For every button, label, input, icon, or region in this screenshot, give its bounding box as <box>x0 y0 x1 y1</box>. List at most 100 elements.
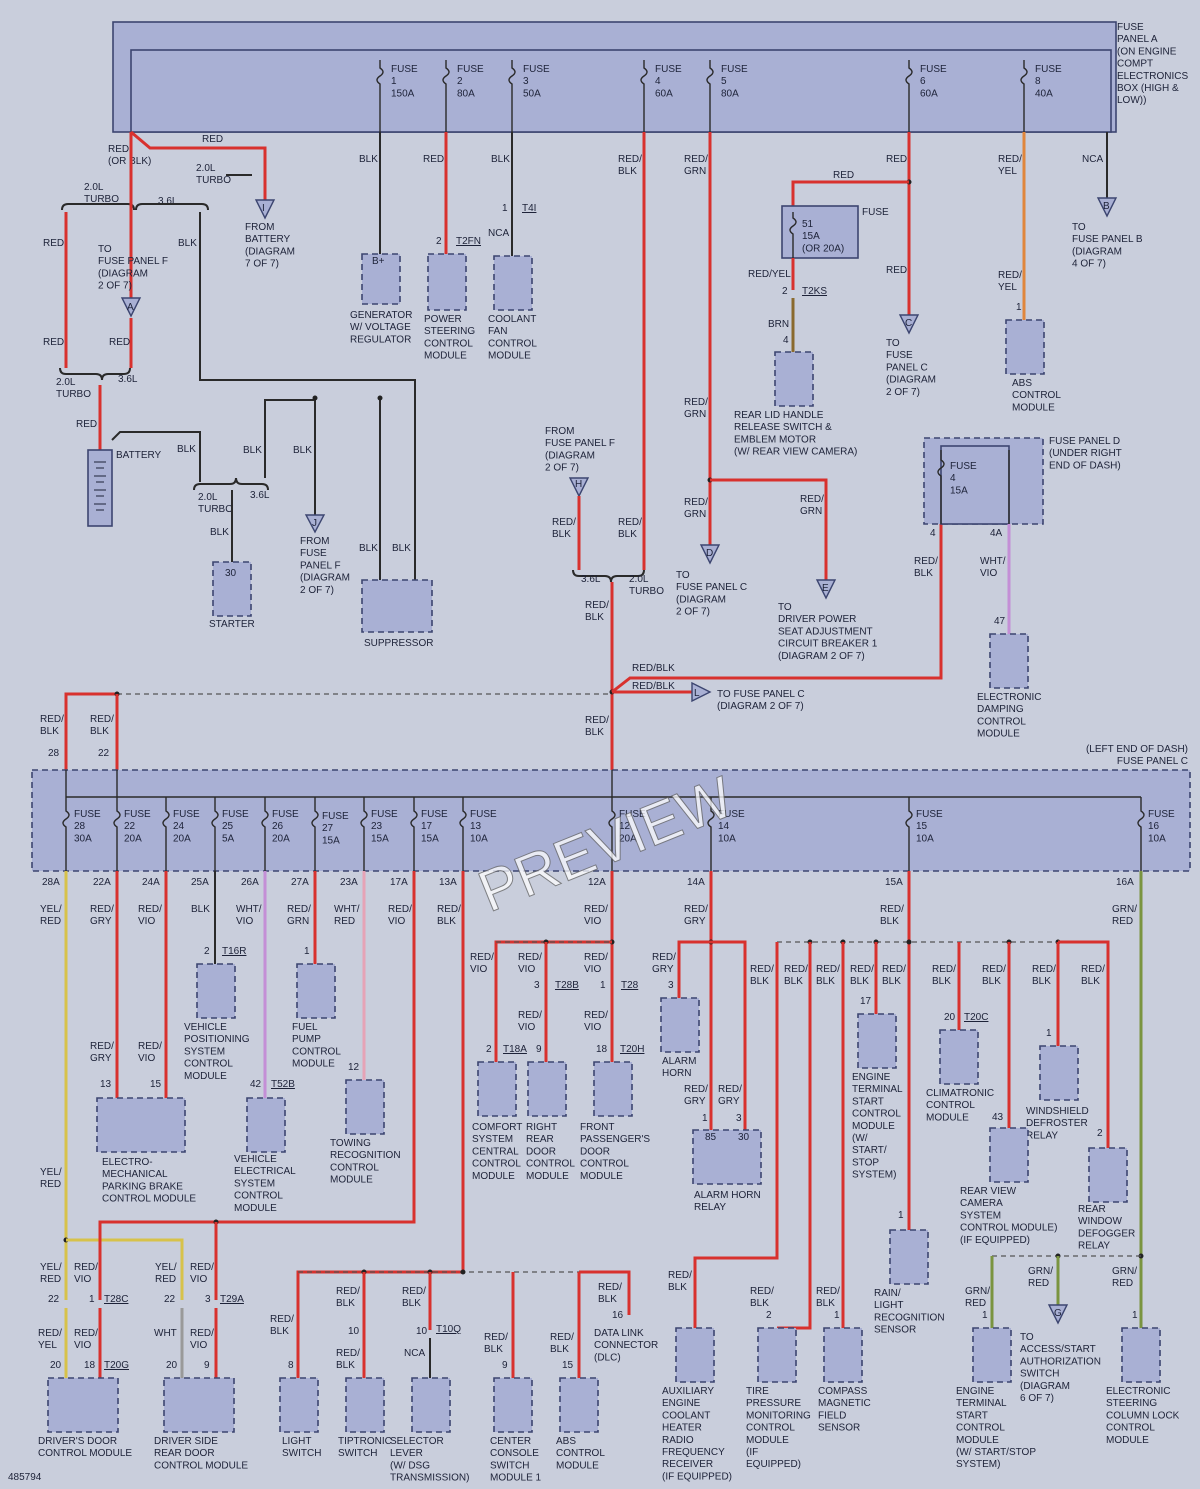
svg-text:12A: 12A <box>588 877 606 888</box>
wire-red-left: RED <box>43 238 64 249</box>
wire-red-f6: RED <box>886 154 907 165</box>
wire-blk-supp1: BLK <box>359 543 378 554</box>
ref-j-letter: J <box>312 518 317 529</box>
wire-blk-left: BLK <box>178 238 197 249</box>
wire-yel-red-dsr: YEL/RED <box>155 1262 177 1285</box>
damping-pin: 47 <box>994 616 1006 627</box>
wire-red-yel-f8: RED/YEL <box>998 154 1022 177</box>
rear-lid-pin: 4 <box>783 335 789 346</box>
wire-red-blk-dlc: RED/BLK <box>598 1282 622 1305</box>
wire-red-vio-24: RED/VIO <box>138 904 162 927</box>
t18a-pin: 2 <box>486 1044 492 1055</box>
wire-red-blk-cmp: RED/BLK <box>816 1286 840 1309</box>
wire-blk-starter: BLK <box>210 527 229 538</box>
svg-text:RED/BLK: RED/BLK <box>1032 964 1056 987</box>
ref-i-letter: I <box>262 203 265 214</box>
wire-blk-25: BLK <box>191 904 210 915</box>
wire-red-blk-aux: RED/BLK <box>668 1270 692 1293</box>
dlc-pin: 16 <box>612 1310 624 1321</box>
wire-red-blk-tt: RED/BLK <box>336 1286 360 1309</box>
fuel-pump-pin: 1 <box>304 946 310 957</box>
starter-label: STARTER <box>209 619 255 630</box>
t28-pin: 1 <box>600 980 606 991</box>
fuel-pump-box <box>296 963 336 1019</box>
windshield-defroster-box <box>1039 1045 1079 1101</box>
conn-t28b: T28B <box>555 980 579 991</box>
wire-red-vio-b: RED/VIO <box>518 952 542 975</box>
relay-pin-3: 3 <box>736 1113 742 1124</box>
wire-red-gry-r1: RED/GRY <box>684 1084 708 1107</box>
ref-a-letter: A <box>127 302 134 313</box>
dd-pin-1: 1 <box>89 1294 95 1305</box>
rear-lid-box <box>774 351 814 407</box>
pin-22-top: 22 <box>98 748 110 759</box>
svg-text:RED/BLK: RED/BLK <box>982 964 1006 987</box>
towing-box <box>345 1079 385 1135</box>
tiptronic-box <box>345 1377 385 1433</box>
ref-b-triangle <box>1096 197 1118 218</box>
ref-i-triangle <box>254 199 276 220</box>
wire-red-gry-r2: RED/GRY <box>718 1084 742 1107</box>
tt-pin-10: 10 <box>348 1326 360 1337</box>
suppressor-label: SUPPRESSOR <box>364 638 433 649</box>
wire-red-vio-a: RED/VIO <box>470 952 494 975</box>
dsr-pin-22: 22 <box>164 1294 176 1305</box>
defroster-pin: 1 <box>1046 1028 1052 1039</box>
wire-red-vio-c: RED/VIO <box>584 952 608 975</box>
sl-pin-10: 10 <box>416 1326 428 1337</box>
pb-pin-13: 13 <box>100 1079 112 1090</box>
ref-b-letter: B <box>1103 201 1110 212</box>
comfort-box <box>477 1061 517 1117</box>
wire-red-blk-fpd: RED/BLK <box>914 556 938 579</box>
electronic-damping-box <box>989 633 1029 689</box>
wire-red-blk-abs: RED/BLK <box>550 1332 574 1355</box>
ref-c-triangle <box>898 314 920 335</box>
rear-view-camera-box <box>989 1127 1029 1183</box>
svg-text:15A: 15A <box>885 877 903 888</box>
wire-wht-dsr: WHT <box>154 1328 177 1339</box>
svg-text:17A: 17A <box>390 877 408 888</box>
wire-nca-sl: NCA <box>404 1348 425 1359</box>
rain-pin: 1 <box>898 1210 904 1221</box>
wire-red-grn-d: RED/GRN <box>684 497 708 520</box>
wire-red-gry-22b: RED/GRY <box>90 1041 114 1064</box>
dd-pin-22: 22 <box>48 1294 60 1305</box>
rrd-pin: 9 <box>536 1044 542 1055</box>
conn-t4i: T4I <box>522 203 536 214</box>
light-switch-box <box>279 1377 319 1433</box>
wire-red-grn-f5: RED/GRN <box>684 154 708 177</box>
conn-t16r: T16R <box>222 946 246 957</box>
svg-text:14A: 14A <box>687 877 705 888</box>
